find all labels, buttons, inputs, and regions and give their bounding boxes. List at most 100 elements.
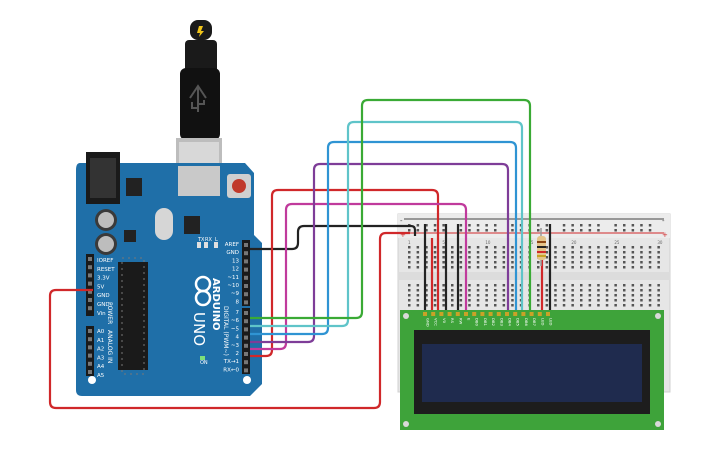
pin-label: TX→1 (223, 359, 239, 365)
digital-top-pin-labels: AREF GND 13 12 ~11 ~10 ~9 8 (225, 242, 240, 305)
lcd-pin[interactable] (480, 312, 485, 316)
lcd-pin-label: DB5 (516, 318, 521, 327)
plus-rail-label: + (400, 231, 406, 239)
arduino-logo-icon (194, 275, 212, 307)
lcd-pin[interactable] (521, 312, 526, 316)
wire-5v (48, 231, 410, 410)
pin-label: ~5 (231, 326, 240, 332)
lcd-screen (422, 344, 642, 402)
lcd-pin[interactable] (537, 312, 542, 316)
column-number: 25 (614, 240, 620, 245)
usb-symbol-icon (189, 84, 207, 112)
pin-label: A2 (97, 347, 104, 353)
lcd-pin[interactable] (472, 312, 477, 316)
wire-pin5 (250, 140, 518, 336)
lcd-pin[interactable] (455, 312, 460, 316)
tx-label: TX (197, 237, 205, 243)
lcd-pin[interactable] (423, 312, 427, 316)
pin-label: A5 (97, 373, 105, 379)
lcd-pin-label: GND (426, 318, 431, 327)
pin-label: 2 (236, 351, 240, 357)
lcd-pin-label: V0 (442, 318, 447, 324)
lcd-pin[interactable] (447, 312, 452, 316)
pin-label: A1 (97, 338, 104, 344)
pin-label: GND (97, 293, 110, 299)
on-label: ON (200, 360, 208, 366)
power-header-label: POWER (106, 302, 113, 324)
pin-label: ~3 (231, 343, 240, 349)
lcd-pin-label: DB3 (499, 318, 504, 327)
analog-header (86, 326, 94, 376)
resistor[interactable] (537, 228, 546, 266)
lcd-pin-label: RS (450, 318, 455, 324)
lcd-pin-label: DB2 (491, 318, 496, 327)
wire-gnd (250, 224, 417, 251)
lcd-pin-label: LED (549, 318, 554, 326)
lcd-pin-label: DB6 (524, 318, 529, 327)
pin-label: ~9 (231, 291, 240, 297)
lcd-pin[interactable] (529, 312, 534, 316)
pin-label: Vin (97, 311, 106, 317)
analog-header-label: ANALOG IN (106, 330, 113, 363)
wire-pin4 (250, 162, 510, 344)
column-number: 5 (442, 240, 445, 245)
l-label: L (215, 237, 218, 243)
pin-label: GND (97, 302, 110, 308)
lcd-pin[interactable] (439, 312, 444, 316)
digital-header-top (242, 240, 250, 306)
digital-header-bottom (242, 308, 250, 374)
pin-label: 12 (232, 267, 239, 273)
lcd-pin-label: DB7 (532, 318, 537, 327)
wires[interactable] (48, 98, 552, 410)
lcd-pin[interactable] (431, 312, 436, 316)
lcd-pin-label: DB1 (483, 318, 488, 327)
wire-pin3 (250, 202, 468, 351)
pin-label: GND (226, 250, 239, 256)
column-number: 20 (571, 240, 577, 245)
lcd-pin-label: E (467, 318, 472, 321)
pin-label: RESET (97, 267, 115, 273)
pin-label: 13 (232, 258, 239, 264)
lcd-pin-label: RW (458, 318, 463, 324)
lcd-pin-label: DB0 (475, 318, 480, 327)
pin-label: AREF (225, 242, 239, 248)
usb-lightning-icon (197, 26, 204, 37)
lcd-pin[interactable] (546, 312, 550, 316)
lcd-pin[interactable] (488, 312, 493, 316)
lcd-pin-label: VCC (434, 318, 439, 326)
pin-label: 3.3V (97, 276, 110, 282)
usb-socket (178, 166, 220, 196)
pin-label: ~11 (227, 275, 239, 281)
wire-pin2 (250, 188, 440, 358)
pin-label: A3 (97, 355, 105, 361)
pin-label: A4 (97, 364, 105, 370)
lcd-pin-label: LED (540, 318, 545, 326)
mounting-hole (88, 376, 96, 384)
lcd-pin[interactable] (505, 312, 509, 316)
lcd-pin-label: DB4 (508, 318, 513, 327)
mounting-hole (243, 376, 251, 384)
pin-label: RX←0 (223, 367, 239, 373)
lcd-pin[interactable] (496, 312, 501, 316)
minus-rail-label-right: - (662, 217, 665, 225)
pin-label: ~10 (227, 283, 239, 289)
on-led (200, 356, 205, 360)
pin-label: 8 (236, 299, 240, 305)
arduino-brand-label: ARDUINO (210, 278, 221, 330)
pin-label: A0 (97, 329, 105, 335)
minus-rail-label: - (400, 217, 403, 225)
lcd-pin[interactable] (513, 312, 518, 316)
column-number: 10 (485, 240, 491, 245)
column-number: 1 (408, 240, 411, 245)
wire-pin6 (250, 120, 524, 328)
pin-label: IOREF (97, 258, 113, 264)
rx-label: RX (205, 237, 212, 243)
wire-pin7 (250, 98, 532, 320)
lcd-pin[interactable] (464, 312, 468, 316)
